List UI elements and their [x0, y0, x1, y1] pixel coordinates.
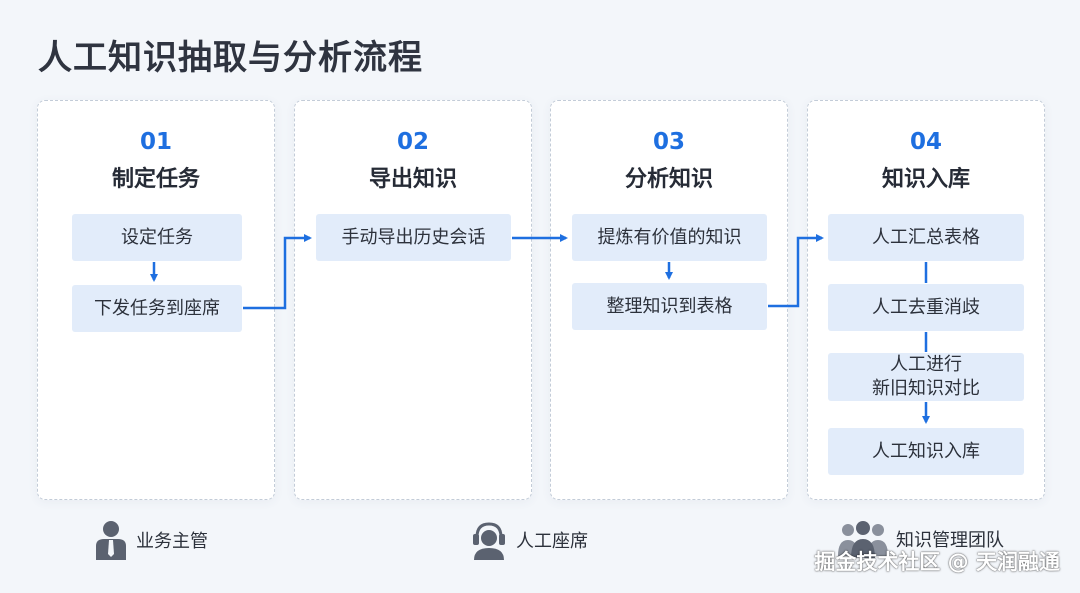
- step-box-import-knowledge: 人工知识入库: [828, 428, 1024, 475]
- role-label: 业务主管: [136, 531, 208, 552]
- step-box-extract-knowledge: 提炼有价值的知识: [572, 214, 767, 261]
- step-box-summarize-tables: 人工汇总表格: [828, 214, 1024, 261]
- step-box-dedupe: 人工去重消歧: [828, 284, 1024, 331]
- role-label: 人工座席: [516, 531, 588, 552]
- step-box-organize-to-table: 整理知识到表格: [572, 283, 767, 330]
- step-box-dispatch-task: 下发任务到座席: [72, 285, 242, 332]
- manager-icon: [96, 521, 126, 560]
- role-label: 知识管理团队: [896, 530, 1004, 551]
- step-box-set-task: 设定任务: [72, 214, 242, 261]
- stage-number: 01: [139, 129, 172, 155]
- stage-title: 导出知识: [368, 167, 457, 192]
- stage-title: 制定任务: [111, 167, 200, 192]
- stage-number: 03: [652, 129, 685, 155]
- step-box-export-history: 手动导出历史会话: [316, 214, 511, 261]
- role-team: 知识管理团队: [838, 520, 1004, 558]
- stage-title: 分析知识: [624, 167, 713, 192]
- page-title: 人工知识抽取与分析流程: [38, 38, 423, 78]
- stage-title: 知识入库: [881, 167, 970, 192]
- stage-number: 02: [396, 129, 429, 155]
- team-icon: [838, 521, 888, 558]
- role-manager: 业务主管: [94, 520, 208, 560]
- step-box-compare-knowledge: 人工进行 新旧知识对比: [828, 353, 1024, 401]
- stage-panel-2: 02 导出知识: [294, 100, 532, 500]
- watermark: 掘金技术社区 @ 天润融通: [814, 550, 1060, 574]
- role-agent: 人工座席: [470, 520, 588, 560]
- headset-agent-icon: [473, 522, 505, 560]
- stage-number: 04: [909, 129, 942, 155]
